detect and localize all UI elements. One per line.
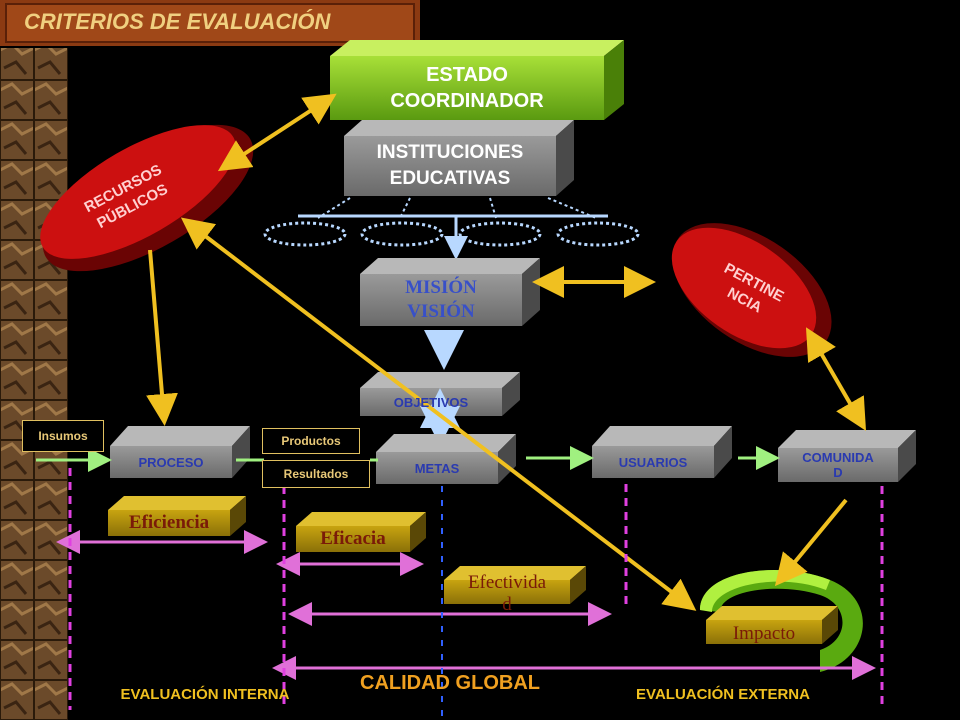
page-title: CRITERIOS DE EVALUACIÓN [24, 9, 331, 34]
estado-line-2: COORDINADOR [390, 90, 544, 112]
impacto-label: Impacto [732, 623, 796, 644]
instituciones-line-1: INSTITUCIONES [376, 142, 524, 163]
evaluacion-interna-label: EVALUACIÓN INTERNA [120, 685, 290, 703]
productos-tag: Productos [262, 428, 360, 454]
recursos-disc [40, 124, 254, 272]
efectividad-line-1: Efectivida [467, 572, 547, 593]
estado-line-1: ESTADO [426, 64, 508, 86]
institution-ellipse [458, 221, 542, 247]
comunidad-line-2: D [833, 465, 843, 480]
insumos-tag: Insumos [22, 420, 104, 452]
efectividad-line-2: d [502, 594, 512, 615]
pertinencia-disc [671, 223, 832, 357]
mision-vision-box: MISIÓN VISIÓN [360, 274, 522, 326]
proceso-box: PROCESO [138, 454, 204, 470]
efectividad-label: Efectivida d [444, 570, 570, 618]
comunidad-box: COMUNIDA D [778, 448, 898, 482]
calidad-global-label: CALIDAD GLOBAL [360, 671, 540, 694]
usuarios-box: USUARIOS [618, 454, 688, 470]
mision-line: MISIÓN [405, 277, 477, 298]
eficiencia-label: Eficiencia [128, 512, 210, 533]
comunidad-line-1: COMUNIDA [802, 450, 874, 465]
institution-ellipse [263, 221, 347, 247]
institution-ellipse [556, 221, 640, 247]
eficacia-label: Eficacia [320, 528, 386, 549]
vision-line: VISIÓN [407, 301, 475, 322]
resultados-tag: Resultados [262, 460, 370, 488]
objetivos-box: OBJETIVOS [393, 394, 469, 410]
evaluacion-externa-label: EVALUACIÓN EXTERNA [636, 685, 810, 703]
instituciones-line-2: EDUCATIVAS [389, 168, 511, 189]
estado-coordinador-box: ESTADO COORDINADOR [330, 56, 604, 120]
metas-box: METAS [414, 460, 460, 476]
instituciones-box: INSTITUCIONES EDUCATIVAS [344, 136, 556, 196]
institution-ellipse [360, 221, 444, 247]
